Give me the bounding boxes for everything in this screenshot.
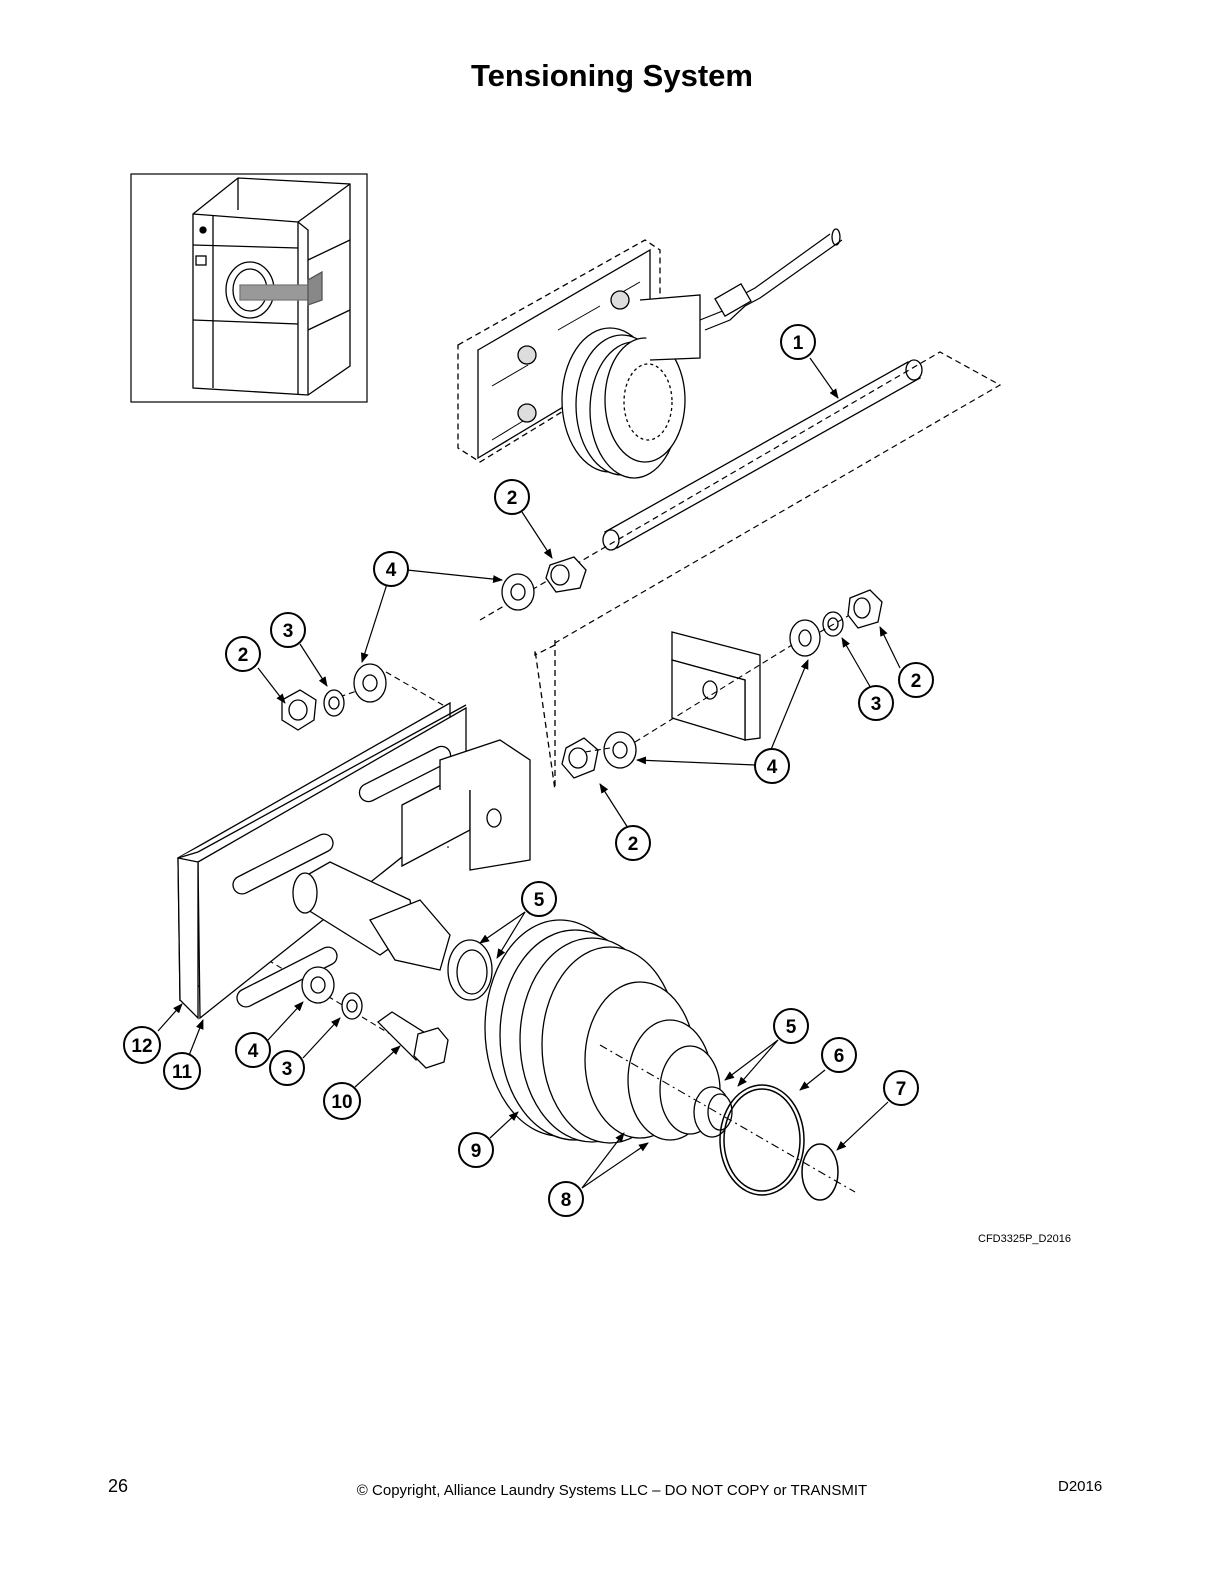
document-id: D2016	[1058, 1478, 1103, 1495]
callout-5-lower: 5	[773, 1008, 809, 1044]
callout-3-right: 3	[858, 685, 894, 721]
svg-text:7: 7	[896, 1079, 907, 1100]
svg-text:2: 2	[628, 834, 639, 855]
callout-3-left: 3	[270, 612, 306, 648]
svg-text:4: 4	[248, 1041, 259, 1062]
svg-text:9: 9	[471, 1141, 482, 1162]
svg-text:1: 1	[793, 333, 804, 354]
callout-4-right: 4	[754, 748, 790, 784]
callout-2-left: 2	[225, 636, 261, 672]
svg-text:12: 12	[131, 1036, 152, 1057]
svg-text:5: 5	[534, 890, 545, 911]
left-mounting-plate	[177, 701, 531, 1020]
upper-bracket-assembly	[457, 228, 843, 479]
svg-text:3: 3	[282, 1059, 293, 1080]
callout-2-top: 2	[494, 479, 530, 515]
svg-text:2: 2	[911, 671, 922, 692]
callout-8: 8	[548, 1181, 584, 1217]
callout-10: 10	[323, 1082, 361, 1120]
lower-hardware	[301, 966, 449, 1069]
callout-6: 6	[821, 1037, 857, 1073]
callout-7: 7	[883, 1070, 919, 1106]
callout-5-upper: 5	[521, 881, 557, 917]
copyright-notice: © Copyright, Alliance Laundry Systems LL…	[356, 1482, 868, 1499]
svg-text:6: 6	[834, 1046, 845, 1067]
svg-text:4: 4	[386, 560, 397, 581]
svg-text:5: 5	[786, 1017, 797, 1038]
callout-2-right: 2	[898, 662, 934, 698]
callout-2-lower: 2	[615, 825, 651, 861]
leader-lines	[157, 357, 901, 1189]
callout-1: 1	[780, 324, 816, 360]
right-takeup-plate	[534, 589, 883, 791]
callout-11: 11	[163, 1052, 201, 1090]
svg-text:8: 8	[561, 1190, 572, 1211]
callout-4-top: 4	[373, 551, 409, 587]
svg-text:4: 4	[767, 757, 778, 778]
page-number: 26	[108, 1476, 129, 1496]
pulley-axis-line	[599, 1044, 856, 1193]
svg-text:3: 3	[283, 621, 294, 642]
callout-4-lower: 4	[235, 1032, 271, 1068]
left-hardware	[281, 663, 387, 731]
callouts: 1 2 2 2 2 3 3 3 4 4 4 4 5 5 6 7	[123, 324, 934, 1217]
svg-text:10: 10	[331, 1092, 352, 1113]
callout-9: 9	[458, 1132, 494, 1168]
svg-text:2: 2	[507, 488, 518, 509]
retaining-rings	[719, 1084, 839, 1201]
callout-3-lower: 3	[269, 1050, 305, 1086]
drawing-code: CFD3325P_D2016	[978, 1233, 1071, 1245]
svg-text:11: 11	[172, 1062, 193, 1083]
svg-text:3: 3	[871, 694, 882, 715]
shaft-guide-outline	[479, 351, 1002, 644]
page-title: Tensioning System	[471, 58, 753, 93]
main-pulley	[484, 919, 733, 1144]
svg-text:2: 2	[238, 645, 249, 666]
callout-12: 12	[123, 1026, 161, 1064]
machine-overview-inset	[130, 173, 368, 403]
upper-hardware	[501, 556, 587, 611]
